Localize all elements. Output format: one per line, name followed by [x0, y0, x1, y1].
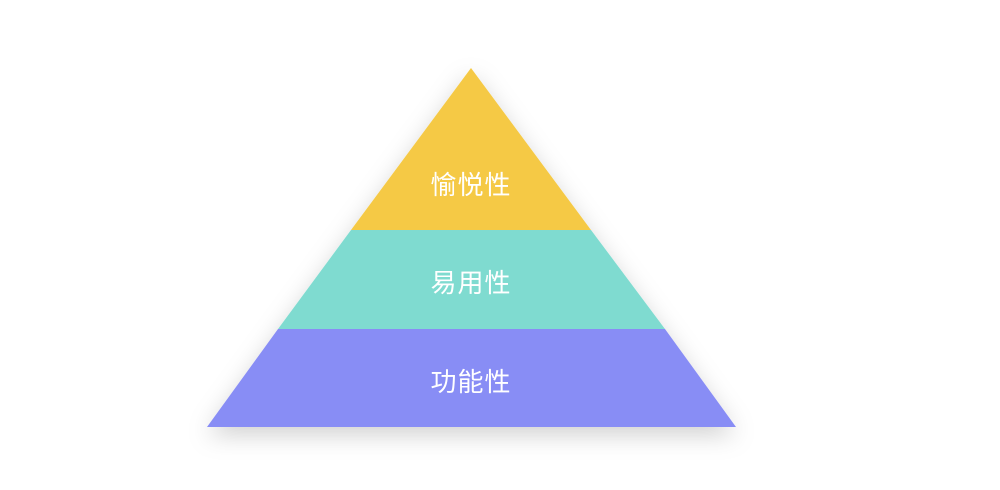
- level-middle: [278, 230, 665, 329]
- level-bottom: [207, 329, 736, 427]
- level-label-delight: 愉悦性: [430, 171, 512, 201]
- level-label-functionality: 功能性: [430, 368, 512, 398]
- level-label-usability: 易用性: [430, 269, 512, 299]
- level-top: [351, 68, 591, 230]
